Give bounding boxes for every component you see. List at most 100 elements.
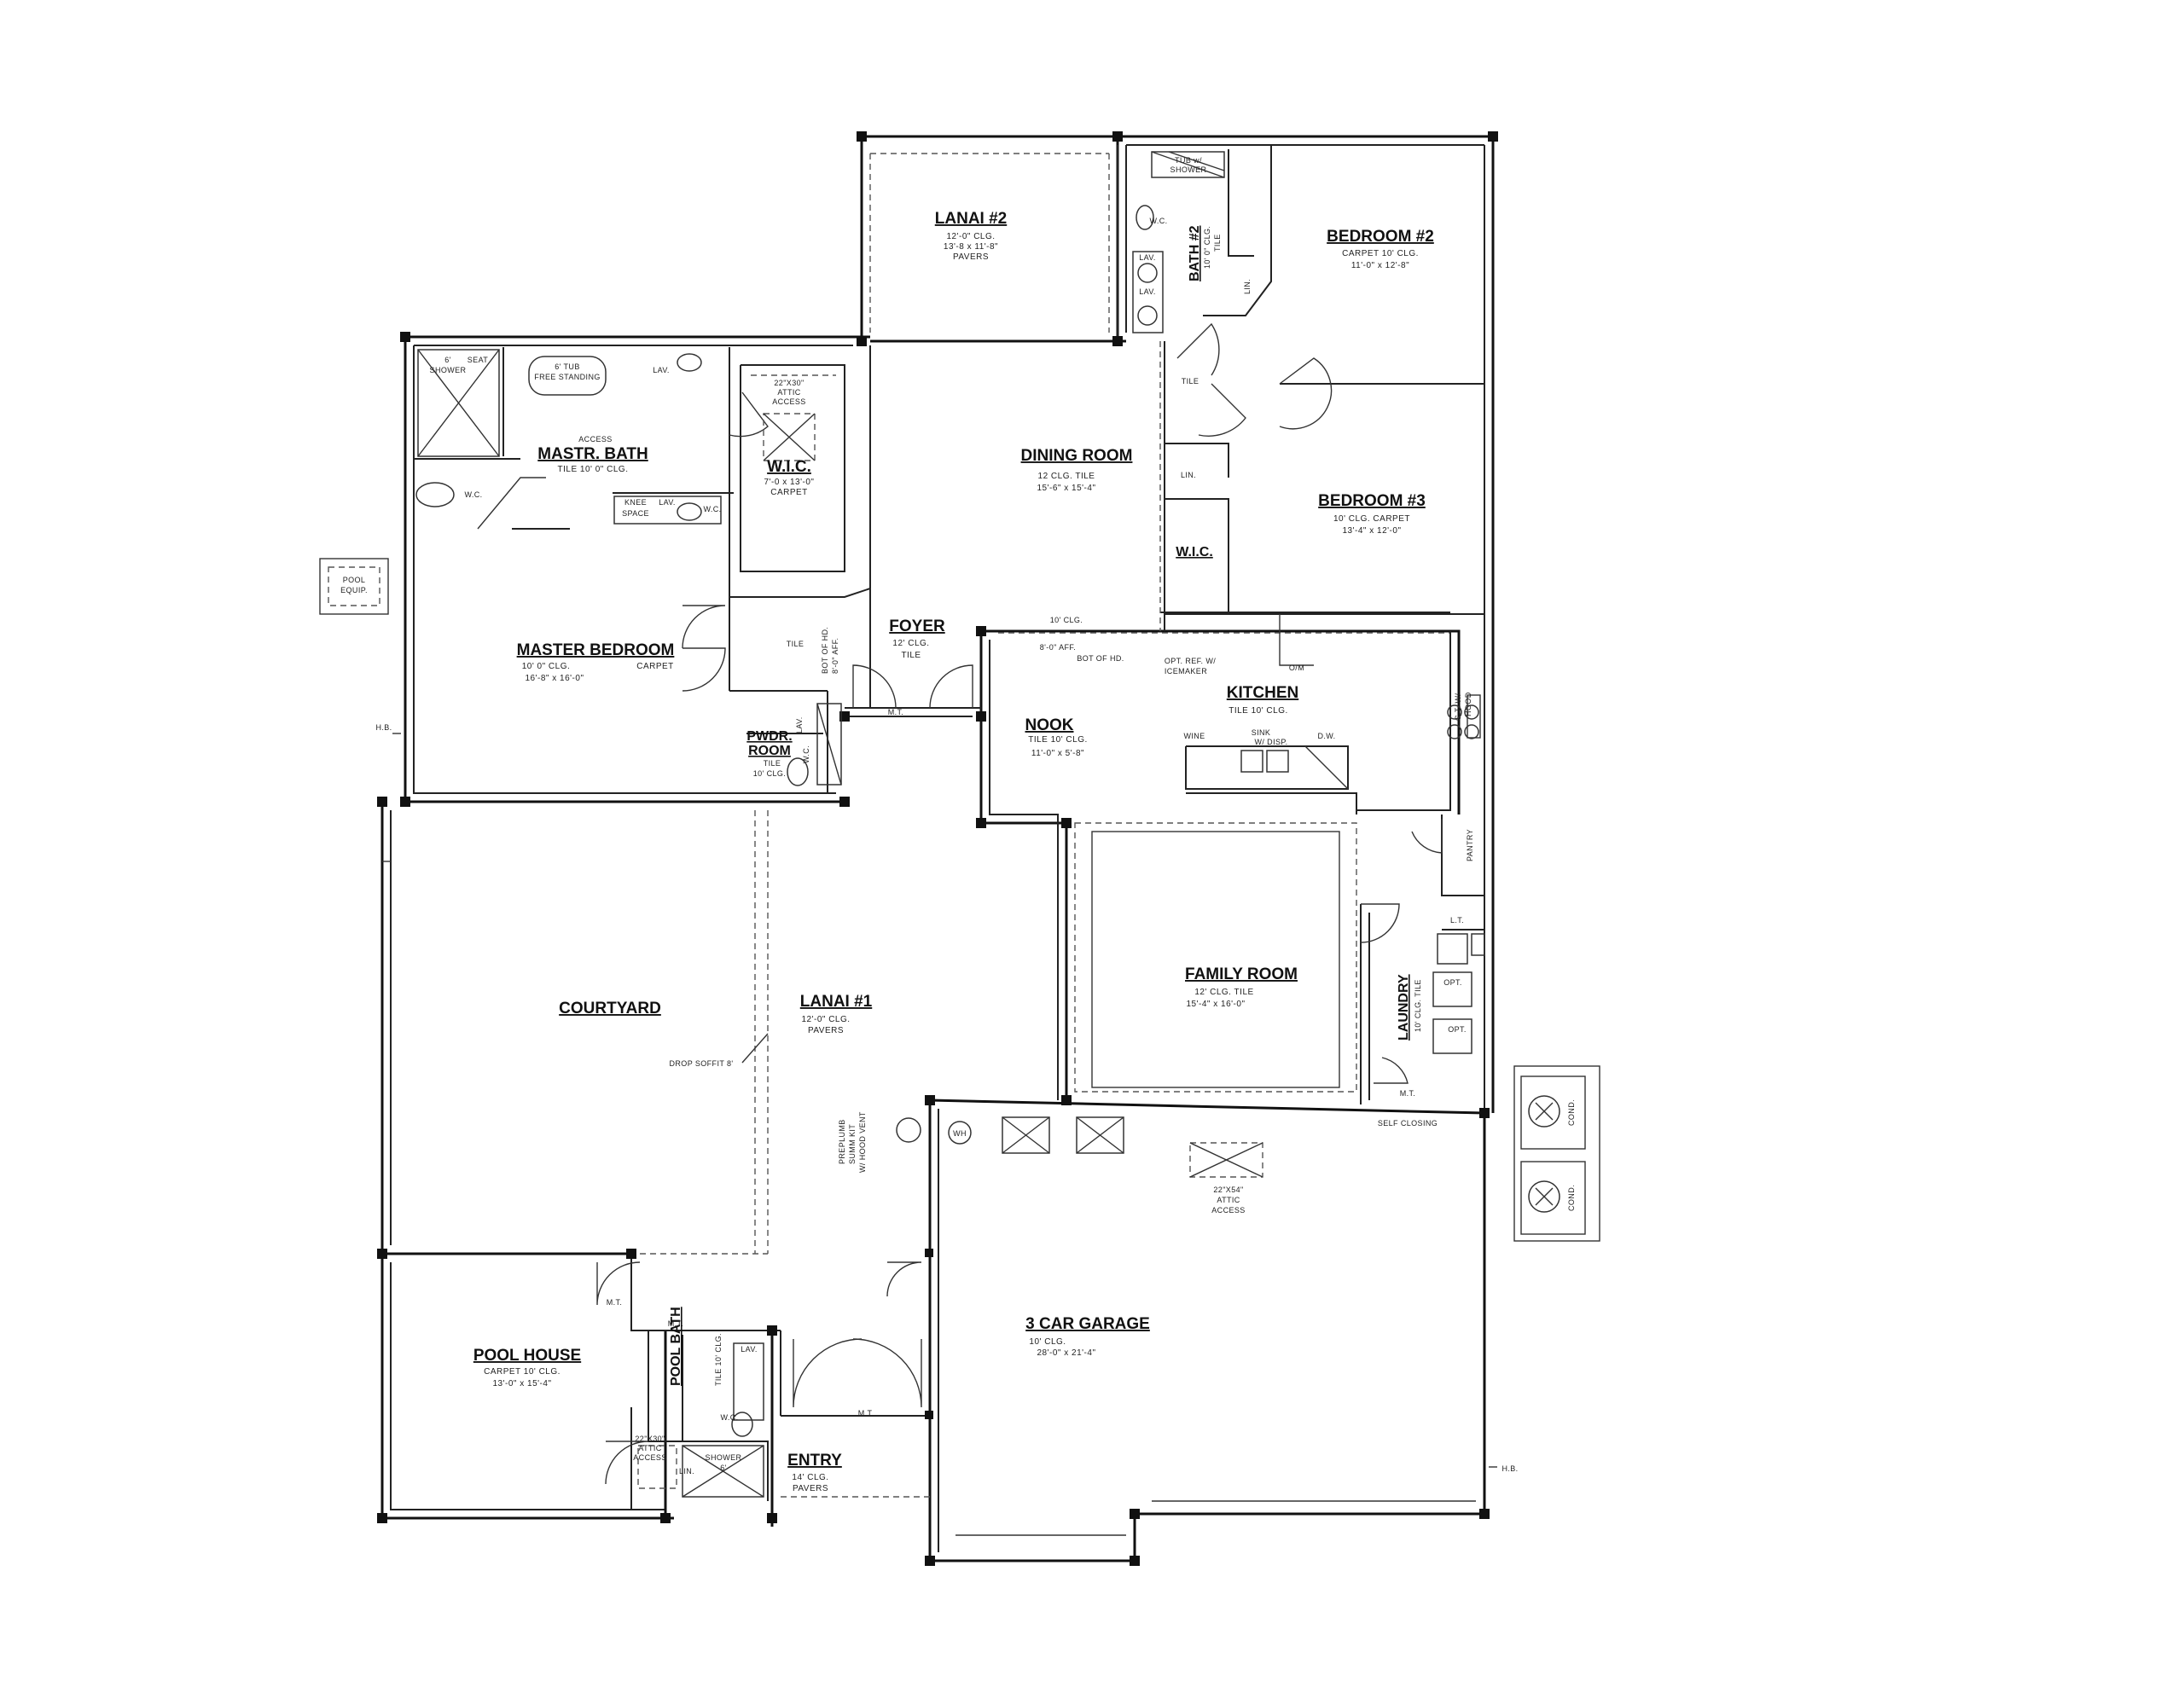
family-title: FAMILY ROOM [1185,965,1298,983]
lin-bath2: LIN. [1243,279,1252,294]
lin-hall: LIN. [1181,471,1196,479]
knee-1: KNEE [624,498,647,507]
bath2-floor: TILE [1213,234,1222,252]
pwdr-title-2: ROOM [748,744,791,758]
knee-2: SPACE [622,509,649,518]
pool-bath-title: POOL BATH [669,1307,683,1386]
exterior-walls [380,135,1495,1562]
lanai2-size: 13'-8 x 11'-8" [944,242,998,252]
lanai2-title: LANAI #2 [935,210,1007,228]
mt-foyer: M.T. [888,708,904,716]
bot-hd-2: 8'-0" AFF. [831,638,839,674]
opt-ref-2: ICEMAKER [1165,667,1207,675]
attic1-size: 22"X30" [774,379,804,387]
dw-note: D.W. [1317,732,1335,740]
foyer-title: FOYER [889,617,945,635]
tile-hall: TILE [1182,377,1199,386]
om-note: O/M [1289,664,1304,672]
attic3-attic: ATTIC [638,1444,661,1452]
entry-floor: PAVERS [793,1484,828,1493]
lav-pool: LAV. [741,1345,758,1354]
lav-bath2-1: LAV. [1139,253,1156,262]
ct-hood-1: C.T. W/ [1454,693,1462,721]
hb-note-east: H.B. [1502,1464,1518,1473]
shower-note-2: SHOWER [430,366,467,374]
bedroom3-detail: 10' CLG. CARPET [1333,514,1410,524]
lin-pool: LIN. [679,1467,694,1475]
room-labels: LANAI #2 12'-0" CLG. 13'-8 x 11'-8" PAVE… [473,210,1434,1493]
garage-title: 3 CAR GARAGE [1025,1315,1150,1333]
wic-master-size: 7'-0 x 13'-0" [764,478,815,487]
master-bedroom-floor: CARPET [636,662,674,671]
lav-master-2: LAV. [659,498,676,507]
dining-detail: 12 CLG. TILE [1038,472,1095,481]
dining-title: DINING ROOM [1021,447,1133,465]
pwdr-ceiling: 10' CLG. [753,769,786,778]
wh-note: WH [953,1129,967,1138]
bedroom2-detail: CARPET 10' CLG. [1342,249,1419,258]
pwdr-title-1: PWDR. [746,729,792,744]
lanai2-floor: PAVERS [953,252,989,262]
clg-kitchen: 10' CLG. [1050,616,1083,624]
lt-note: L.T. [1450,916,1464,925]
wc-bath2: W.C. [1149,217,1167,225]
attic3-access: ACCESS [633,1453,666,1462]
tub-note-1: 6' TUB [555,362,579,371]
lanai2-ceiling: 12'-0" CLG. [946,232,995,241]
shower-note-1: 6' [444,356,451,364]
pool-equip-1: POOL [343,576,366,584]
doors [596,322,1443,1485]
bedroom3-title: BEDROOM #3 [1318,492,1426,510]
shower-pb-1: SHOWER [706,1453,742,1462]
bedroom3-size: 13'-4" x 12'-0" [1342,526,1401,536]
mt-laundry: M.T. [1400,1089,1416,1098]
attic1-attic: ATTIC [777,388,800,397]
interior-walls [414,145,1484,1510]
foyer-floor: TILE [901,651,921,660]
pool-bath-detail: TILE 10' CLG. [714,1333,723,1386]
attic3-size: 22"X30" [635,1435,665,1443]
sink-1: SINK [1252,728,1271,737]
lanai1-floor: PAVERS [808,1026,844,1035]
mastr-bath-title: MASTR. BATH [537,445,648,463]
courtyard-title: COURTYARD [559,1000,661,1017]
pool-house-detail: CARPET 10' CLG. [484,1367,561,1377]
tile-master-hall: TILE [787,640,804,648]
pool-house-size: 13'-0" x 15'-4" [492,1379,551,1388]
lanai1-ceiling: 12'-0" CLG. [801,1015,850,1024]
family-size: 15'-4" x 16'-0" [1186,1000,1245,1009]
lanai1-title: LANAI #1 [800,993,873,1011]
mt-pool-house: M.T. [607,1298,623,1307]
pool-house-title: POOL HOUSE [473,1347,581,1365]
wic-master-floor: CARPET [770,488,808,497]
bedroom2-title: BEDROOM #2 [1327,228,1434,246]
laundry-title: LAUNDRY [1397,974,1411,1041]
wc-pwdr: W.C. [802,745,810,763]
prep-2: SUMM KIT [848,1124,857,1164]
cond-2: COND. [1567,1185,1576,1211]
mt-entry: M.T. [858,1409,874,1417]
hb-note-west: H.B. [375,723,392,732]
seat-note: SEAT [468,356,489,364]
attic1-access: ACCESS [772,397,805,406]
attic2-size: 22"X54" [1213,1186,1243,1194]
lav-pwdr: LAV. [795,716,804,733]
bot-hd-1: BOT OF HD. [821,627,829,674]
entry-title: ENTRY [787,1452,842,1470]
family-detail: 12' CLG. TILE [1194,988,1253,997]
wic-master-title: W.I.C. [767,458,811,476]
master-access: ACCESS [578,435,612,443]
bath2-ceiling: 10' 0" CLG. [1203,226,1211,269]
shower-pb-2: 6' [720,1464,727,1472]
columns [377,131,1498,1566]
wic-bed3-title: W.I.C. [1176,545,1213,559]
ct-hood-2: HOOD [1464,692,1472,716]
attic2-attic: ATTIC [1217,1196,1240,1204]
entry-ceiling: 14' CLG. [792,1473,828,1482]
pantry-note: PANTRY [1466,829,1474,861]
bedroom2-size: 11'-0" x 12'-8" [1351,261,1409,270]
annotations: POOL EQUIP. H.B. H.B. 22"X30" ATTIC ACCE… [340,156,1576,1475]
opt-1: OPT. [1443,978,1462,987]
wc-master-2: W.C. [703,505,721,513]
